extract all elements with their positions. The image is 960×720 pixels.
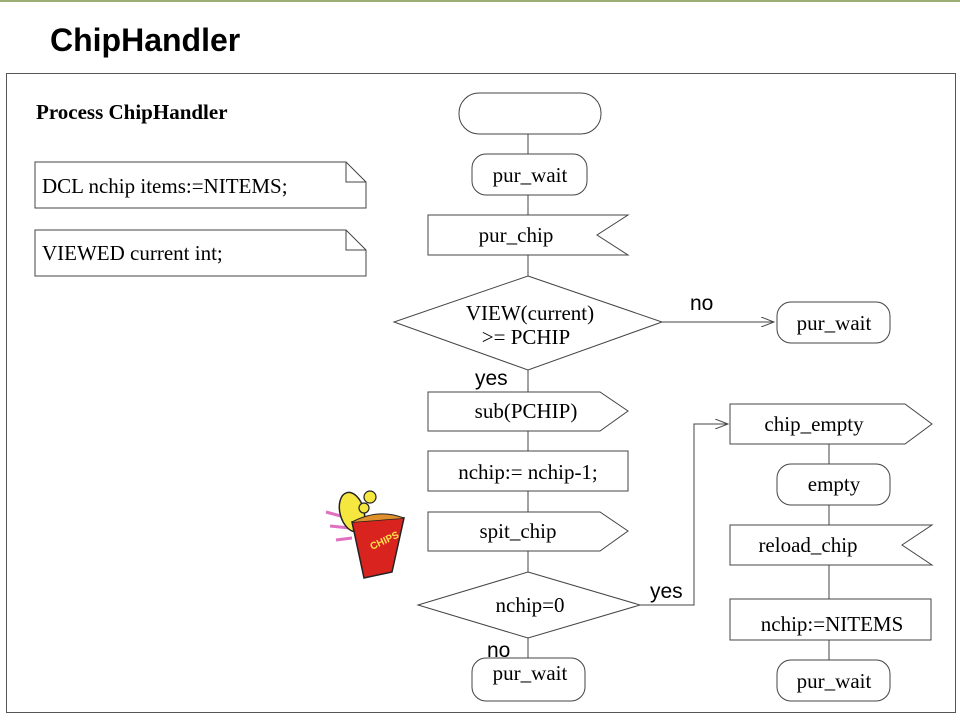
task-label: nchip:= nchip-1;: [458, 460, 598, 484]
state-label: pur_wait: [797, 311, 872, 335]
branch-no-label: no: [690, 292, 713, 315]
top-rule: [0, 0, 960, 2]
decision-line-1: VIEW(current): [466, 301, 594, 325]
task-reset: nchip:=NITEMS: [729, 598, 932, 641]
output-sub-pchip: sub(PCHIP): [427, 391, 629, 432]
viewed-note: VIEWED current int;: [34, 229, 367, 277]
dcl-note: DCL nchip items:=NITEMS;: [34, 161, 367, 209]
state-pur-wait-bottom-right: pur_wait: [776, 659, 891, 702]
decision-nchip-zero: nchip=0: [416, 571, 642, 639]
main-connectors: [527, 134, 774, 658]
state-pur-wait-bottom-left: pur_wait: [471, 657, 586, 702]
state-label: pur_wait: [797, 669, 872, 693]
state-empty: empty: [776, 463, 891, 506]
state-label: pur_wait: [493, 661, 568, 685]
slide-title: ChipHandler: [50, 22, 241, 58]
signal-label: chip_empty: [764, 412, 864, 436]
state-pur-wait-right: pur_wait: [776, 301, 891, 344]
viewed-text: VIEWED current int;: [42, 241, 223, 265]
decision-label: nchip=0: [496, 593, 565, 617]
task-decrement: nchip:= nchip-1;: [427, 450, 629, 492]
input-reload-chip: reload_chip: [729, 524, 934, 566]
diagram-frame: [6, 73, 956, 713]
state-label: empty: [808, 472, 861, 496]
state-label: pur_wait: [493, 163, 568, 187]
start-symbol: [458, 92, 602, 135]
decision-line-2: >= PCHIP: [482, 325, 570, 349]
dcl-text: DCL nchip items:=NITEMS;: [42, 174, 288, 198]
process-label: Process ChipHandler: [36, 100, 228, 124]
signal-label: sub(PCHIP): [475, 399, 578, 423]
signal-label: spit_chip: [480, 519, 557, 543]
chips-bag-icon: CHIPS: [325, 490, 405, 579]
task-label: nchip:=NITEMS: [761, 612, 904, 636]
signal-label: reload_chip: [758, 533, 857, 557]
branch-yes-label: yes: [650, 580, 683, 603]
branch-no-label: no: [487, 639, 510, 662]
state-pur-wait-top: pur_wait: [471, 153, 588, 196]
output-chip-empty: chip_empty: [729, 403, 933, 445]
signal-label: pur_chip: [479, 223, 554, 247]
input-pur-chip: pur_chip: [427, 214, 630, 256]
output-spit-chip: spit_chip: [427, 511, 629, 552]
branch-yes-label: yes: [475, 367, 508, 390]
decision-view-current: VIEW(current) >= PCHIP: [392, 275, 664, 371]
